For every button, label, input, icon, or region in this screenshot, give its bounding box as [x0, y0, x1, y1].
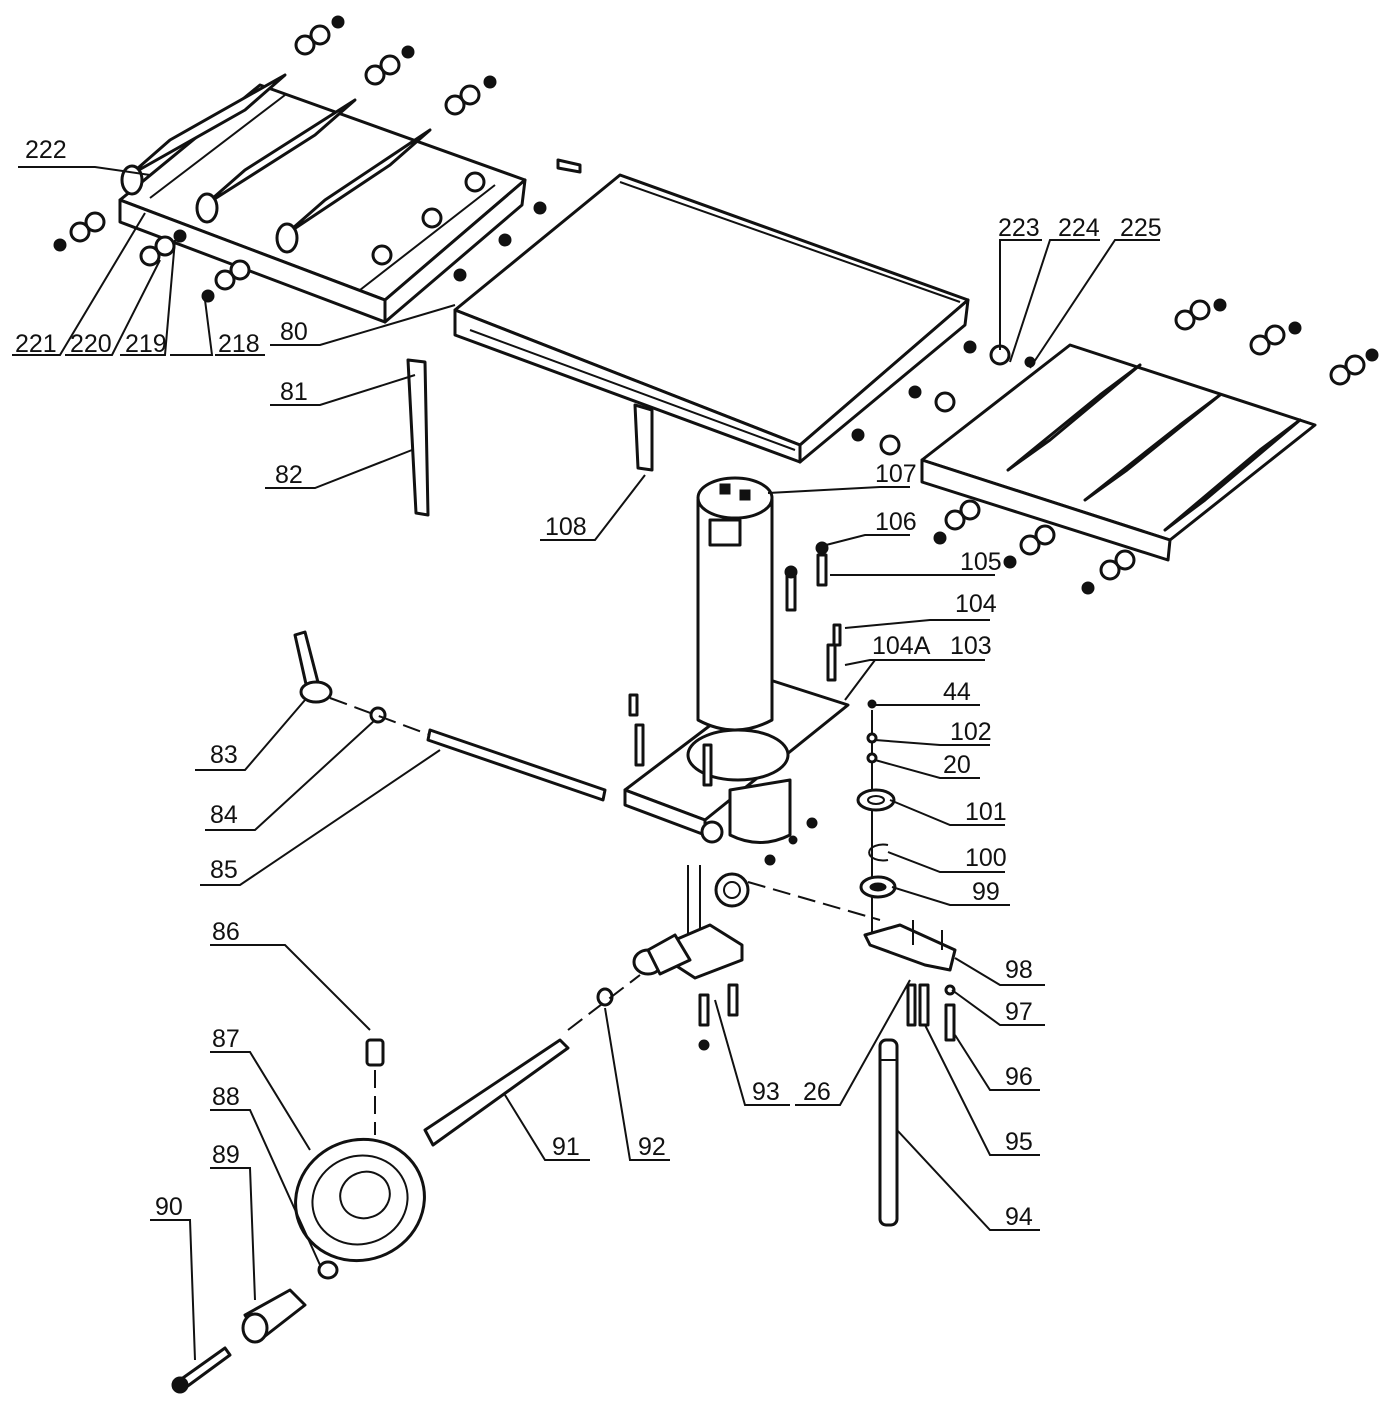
label-104: 104: [955, 590, 997, 618]
label-225: 225: [1120, 214, 1162, 242]
label-223: 223: [998, 214, 1040, 242]
label-221: 221: [15, 330, 57, 358]
label-106: 106: [875, 508, 917, 536]
left-rollers: [120, 73, 432, 254]
label-44: 44: [943, 678, 971, 706]
gear-and-bracket: [632, 817, 881, 1051]
left-roller-washers: [53, 15, 547, 303]
part-labels: 222 221 220 219 218 80 81 82 108 223 224…: [15, 136, 1162, 1231]
label-218: 218: [218, 330, 260, 358]
label-99: 99: [972, 878, 1000, 906]
label-83: 83: [210, 741, 238, 769]
label-224: 224: [1058, 214, 1100, 242]
label-102: 102: [950, 718, 992, 746]
left-roller-table: [53, 15, 547, 324]
label-104A: 104A: [872, 632, 931, 660]
label-86: 86: [212, 918, 240, 946]
label-84: 84: [210, 801, 238, 829]
right-roller-washers: [851, 298, 1379, 595]
label-108: 108: [545, 513, 587, 541]
label-100: 100: [965, 844, 1007, 872]
column-and-base: [623, 476, 850, 844]
label-105: 105: [960, 548, 1002, 576]
label-80: 80: [280, 318, 308, 346]
label-96: 96: [1005, 1063, 1033, 1091]
label-87: 87: [212, 1025, 240, 1053]
lever-and-shaft: [293, 630, 607, 802]
support-posts: [406, 358, 654, 517]
label-93: 93: [752, 1078, 780, 1106]
label-94: 94: [1005, 1203, 1033, 1231]
label-103: 103: [950, 632, 992, 660]
label-107: 107: [875, 460, 917, 488]
label-91: 91: [552, 1133, 580, 1161]
label-82: 82: [275, 461, 303, 489]
main-table-top: [453, 158, 970, 464]
label-98: 98: [1005, 956, 1033, 984]
label-90: 90: [155, 1193, 183, 1221]
right-roller-table: [851, 298, 1379, 595]
label-219: 219: [125, 330, 167, 358]
label-222: 222: [25, 136, 67, 164]
label-89: 89: [212, 1141, 240, 1169]
label-97: 97: [1005, 998, 1033, 1026]
right-rollers: [1006, 363, 1302, 532]
label-85: 85: [210, 856, 238, 884]
label-81: 81: [280, 378, 308, 406]
label-20: 20: [943, 751, 971, 779]
label-220: 220: [70, 330, 112, 358]
label-101: 101: [965, 798, 1007, 826]
label-95: 95: [1005, 1128, 1033, 1156]
handwheel-assembly: [171, 974, 641, 1394]
label-26: 26: [803, 1078, 831, 1106]
right-spindle-stack: [856, 699, 957, 1227]
label-92: 92: [638, 1133, 666, 1161]
label-88: 88: [212, 1083, 240, 1111]
column-bolts: [628, 541, 842, 787]
leader-lines: [12, 166, 1160, 1361]
